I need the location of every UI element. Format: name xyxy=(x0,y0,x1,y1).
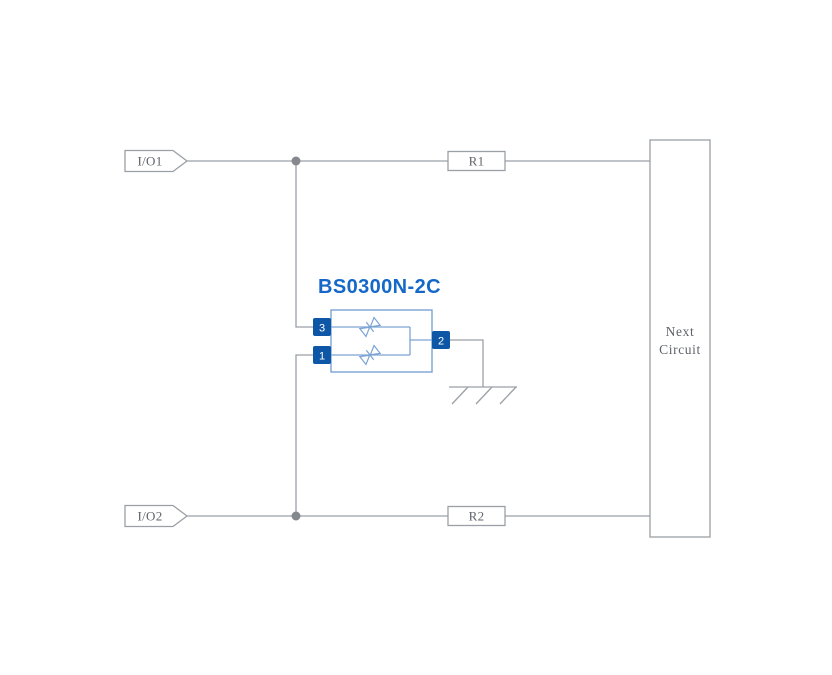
io1-port: I/O1 xyxy=(124,149,189,173)
io2-label: I/O2 xyxy=(137,509,162,524)
top-junction-dot-icon xyxy=(291,156,301,166)
pin-1: 1 xyxy=(313,346,331,364)
bottom-junction-dot-icon xyxy=(291,511,301,521)
r2-label: R2 xyxy=(469,509,485,524)
component-title: BS0300N-2C xyxy=(318,276,441,298)
next-circuit-label-line1: Next xyxy=(666,324,695,339)
ground-wire xyxy=(450,339,484,387)
r1-box xyxy=(447,150,506,172)
pin1-number: 1 xyxy=(319,351,325,363)
io1-label: I/O1 xyxy=(137,154,162,169)
io2-flag-shape xyxy=(124,504,189,528)
diode-top-icon xyxy=(358,316,382,338)
top-branch-wire xyxy=(295,161,313,328)
tvs-component: BS0300N-2C 3 xyxy=(313,276,450,373)
pin3-number: 3 xyxy=(319,323,325,335)
bottom-branch-wire xyxy=(295,354,313,516)
r1-label: R1 xyxy=(469,154,485,169)
io2-port: I/O2 xyxy=(124,504,189,528)
next-circuit-block: Next Circuit xyxy=(649,139,711,538)
r2-box xyxy=(447,505,506,527)
next-circuit-box xyxy=(649,139,711,538)
pin-2: 2 xyxy=(432,331,450,349)
component-body xyxy=(330,309,433,373)
pin2-number: 2 xyxy=(438,336,444,348)
pin-3: 3 xyxy=(313,318,331,336)
wires xyxy=(187,160,650,517)
io1-flag-shape xyxy=(124,149,189,173)
resistor-r1: R1 xyxy=(447,150,506,172)
diode-bottom-icon xyxy=(358,344,382,366)
ground-icon xyxy=(449,386,517,405)
next-circuit-label-line2: Circuit xyxy=(659,342,701,357)
resistor-r2: R2 xyxy=(447,505,506,527)
pin1-pad xyxy=(313,346,331,364)
pin3-pad xyxy=(313,318,331,336)
pin2-pad xyxy=(432,331,450,349)
